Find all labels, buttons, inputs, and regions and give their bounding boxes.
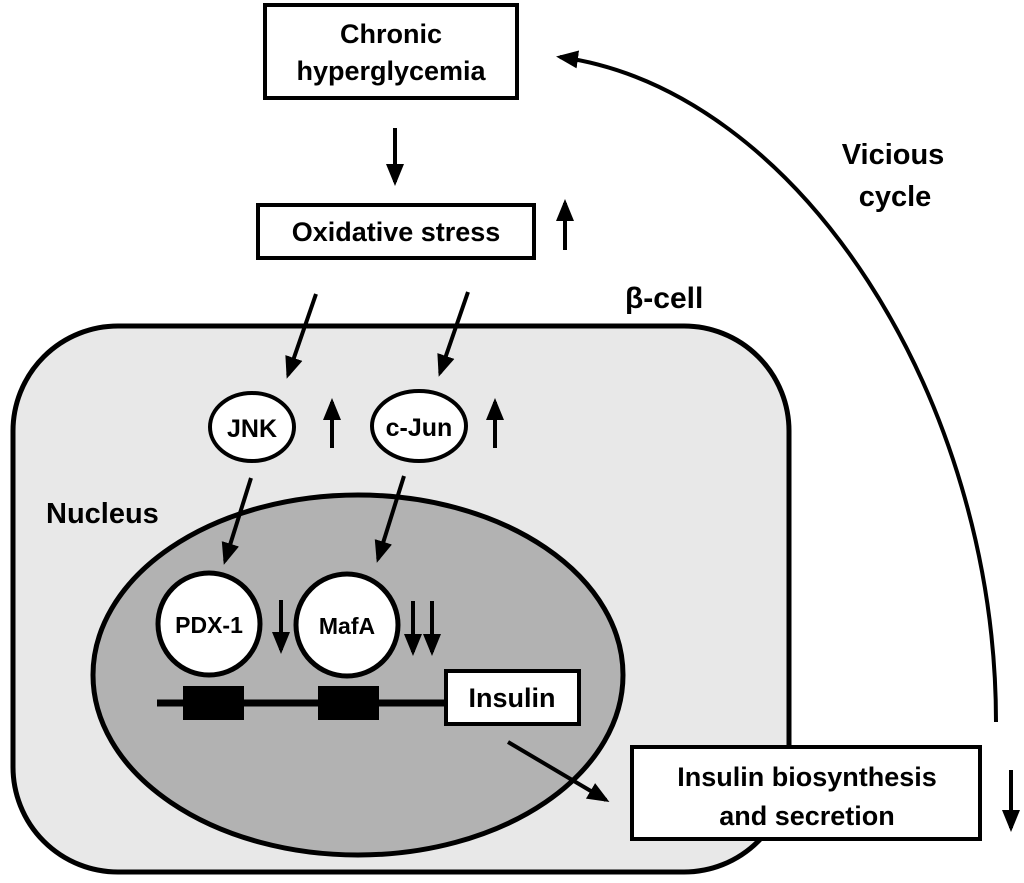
arrow-stress-to-jnk (285, 293, 318, 379)
insulin-biosynthesis-box: Insulin biosynthesis and secretion (630, 745, 982, 841)
nucleus-label: Nucleus (46, 498, 159, 530)
jnk-label: JNK (227, 415, 277, 443)
chronic-hyperglycemia-line2: hyperglycemia (296, 56, 486, 86)
insulin-gene-promoter (157, 686, 448, 720)
arrow-stress-to-cjun (437, 291, 470, 377)
mafa-binding-element (318, 686, 379, 720)
mafa-label: MafA (319, 613, 375, 639)
oxidative-stress-box: Oxidative stress (256, 203, 536, 260)
vicious-cycle-line2: cycle (859, 181, 932, 213)
pdx1-node: PDX-1 (155, 570, 263, 678)
cjun-label: c-Jun (386, 414, 453, 442)
oxidative-stress-label: Oxidative stress (292, 217, 501, 247)
vicious-cycle-line1: Vicious (842, 139, 945, 171)
arrow-jnk-to-pdx1 (221, 477, 253, 565)
insulin-biosynthesis-line2: and secretion (719, 801, 895, 831)
arrow-cjun-to-mafa (374, 475, 406, 563)
chronic-hyperglycemia-box: Chronic hyperglycemia (263, 3, 519, 100)
pdx1-label: PDX-1 (175, 612, 243, 638)
arrow-insulin-to-secretion (506, 740, 610, 803)
insulin-gene-box: Insulin (444, 669, 581, 726)
vicious-cycle-arrow (556, 50, 998, 723)
mafa-node: MafA (293, 571, 401, 679)
beta-cell-label: β-cell (625, 282, 703, 315)
insulin-biosynthesis-line1: Insulin biosynthesis (677, 762, 937, 792)
jnk-node: JNK (208, 391, 296, 463)
cjun-node: c-Jun (370, 389, 468, 463)
pdx1-binding-element (183, 686, 244, 720)
insulin-label: Insulin (469, 683, 556, 713)
chronic-hyperglycemia-line1: Chronic (340, 19, 442, 49)
